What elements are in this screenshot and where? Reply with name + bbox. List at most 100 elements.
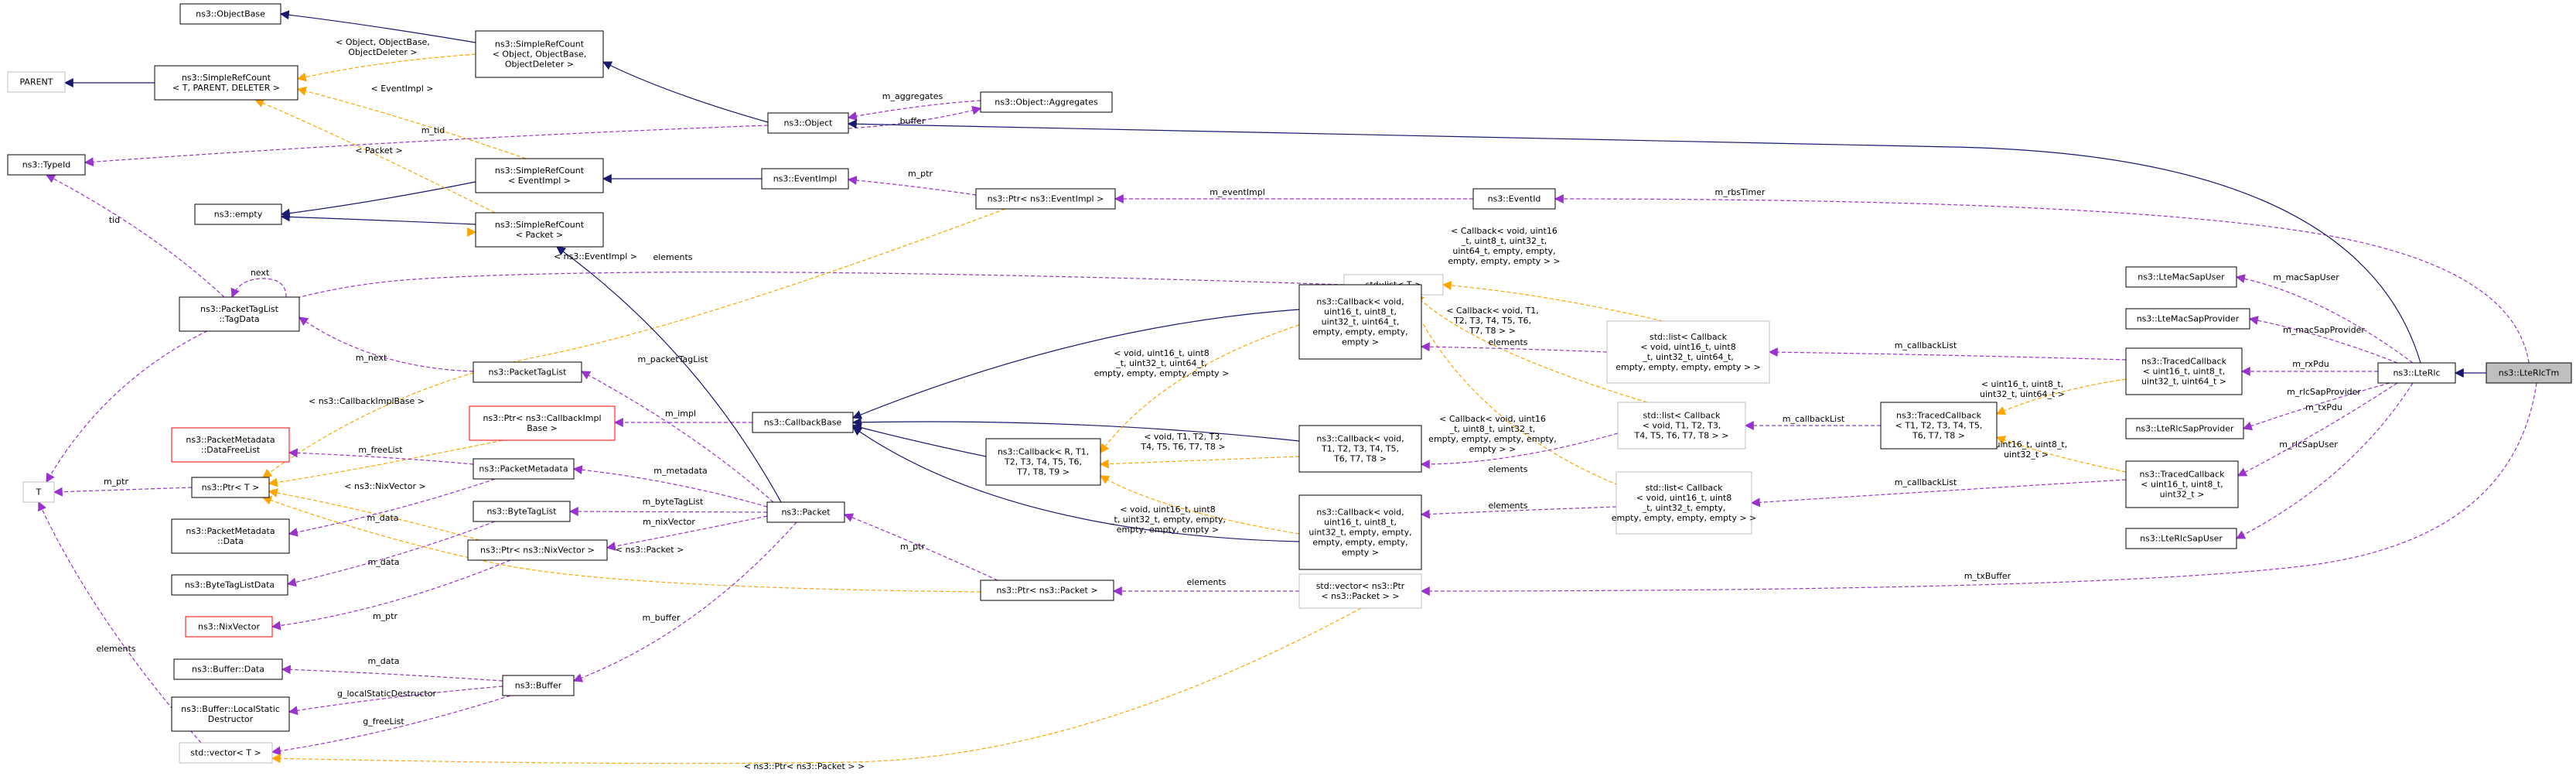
node-box: [473, 501, 571, 522]
edge-callback_b-to-callbackbase: [851, 417, 1300, 442]
edge-label-tc-a-tpl: < uint16_t, uint8_t,uint32_t, uint64_t >: [1980, 379, 2065, 399]
node-label-line: ns3::ByteTagListData: [185, 580, 275, 590]
node-ptr-packet[interactable]: ns3::Ptr< ns3::Packet >: [980, 580, 1114, 601]
node-lterlctm[interactable]: ns3::LteRlcTm: [2486, 362, 2572, 384]
edge-ptr_cbimpl-to-ptr_t: [268, 439, 503, 487]
edge-label-eventimpl-tpl: < EventImpl >: [371, 84, 434, 94]
edge-label-line: < Packet >: [355, 145, 402, 156]
node-lte-mac-sap-user[interactable]: ns3::LteMacSapUser: [2125, 266, 2237, 288]
edge-label-elements-a: elements: [1488, 337, 1527, 347]
node-tracedcallback-a[interactable]: ns3::TracedCallback< uint16_t, uint8_t,u…: [2125, 347, 2243, 395]
node-label-line: empty, empty, empty, empty > >: [1612, 513, 1757, 523]
node-packetmetadata-data[interactable]: ns3::PacketMetadata::Data: [171, 518, 290, 554]
edge-label-line: T2, T3, T4, T5, T6,: [1453, 316, 1531, 326]
node-simplerefcount-evt[interactable]: ns3::SimpleRefCount< EventImpl >: [475, 158, 604, 193]
edge-label-m-txbuffer: m_txBuffer: [1964, 571, 2011, 581]
node-ltercl[interactable]: ns3::LteRlc: [2377, 362, 2456, 384]
node-packettaglist[interactable]: ns3::PacketTagList: [473, 361, 582, 383]
node-callback-generic[interactable]: ns3::Callback< R, T1,T2, T3, T4, T5, T6,…: [985, 438, 1101, 486]
edge-label-line: < Callback< void, T1,: [1446, 306, 1539, 316]
node-parent[interactable]: PARENT: [7, 71, 66, 93]
node-label-line: ns3::Callback< void,: [1316, 434, 1404, 444]
node-ptr-nixvector[interactable]: ns3::Ptr< ns3::NixVector >: [467, 539, 608, 561]
edge-lterlctm-to-eventid: [1554, 194, 2530, 364]
node-label-line: ns3::LteRlcSapProvider: [2135, 424, 2234, 434]
node-eventimpl[interactable]: ns3::EventImpl: [761, 168, 849, 190]
edge-label-line: m_aggregates: [882, 91, 943, 101]
node-label: ns3::SimpleRefCount< EventImpl >: [495, 166, 585, 186]
edge-label-line: uint32_t >: [2004, 450, 2049, 460]
node-bytetaglist[interactable]: ns3::ByteTagList: [473, 501, 571, 522]
node-nixvector[interactable]: ns3::NixVector: [185, 616, 273, 638]
node-label-line: ns3::TypeId: [22, 160, 71, 170]
edge-label-m-callbacklist-c: m_callbackList: [1895, 477, 1957, 487]
node-packettaglist-tagdata[interactable]: ns3::PacketTagList::TagData: [179, 296, 300, 332]
node-label-line: ns3::LteRlcSapUser: [2140, 534, 2223, 544]
node-t[interactable]: T: [22, 481, 55, 503]
node-box: [191, 477, 270, 498]
node-label-line: ObjectDeleter >: [505, 60, 574, 70]
node-packetmetadata[interactable]: ns3::PacketMetadata: [473, 458, 575, 480]
node-callback-7[interactable]: ns3::Callback< void,uint16_t, uint8_t,ui…: [1298, 494, 1422, 570]
edge-label-line: m_data: [367, 513, 399, 523]
node-simplerefcount-tpd[interactable]: ns3::SimpleRefCount< T, PARENT, DELETER …: [154, 65, 299, 101]
edge-label-elements-b: elements: [1488, 464, 1527, 474]
node-tracedcallback-generic[interactable]: ns3::TracedCallback< T1, T2, T3, T4, T5,…: [1880, 402, 1998, 450]
edge-label-line: elements: [1186, 577, 1226, 587]
node-buffer[interactable]: ns3::Buffer: [502, 675, 575, 696]
edge-label-elements-vec: elements: [1186, 577, 1226, 587]
node-lte-rlc-sap-provider[interactable]: ns3::LteRlcSapProvider: [2125, 418, 2244, 439]
node-box: [171, 518, 290, 554]
node-label-line: < void, uint16_t, uint8: [1636, 493, 1732, 503]
edge-stdlist_cb_c-to-callback_7: [1420, 506, 1617, 519]
node-label: ns3::TypeId: [22, 160, 71, 170]
node-label-line: ns3::LteRlc: [2393, 368, 2440, 378]
node-packet[interactable]: ns3::Packet: [766, 501, 845, 523]
node-buffer-data[interactable]: ns3::Buffer::Data: [173, 658, 283, 680]
node-callback-9[interactable]: ns3::Callback< void,uint16_t, uint8_t,ui…: [1298, 284, 1422, 360]
node-ptr-eventimpl[interactable]: ns3::Ptr< ns3::EventImpl >: [975, 188, 1116, 210]
node-label: ns3::ObjectBase: [196, 9, 265, 19]
node-label-line: std::vector< ns3::Ptr: [1316, 581, 1405, 591]
edge-label-line: < EventImpl >: [371, 84, 434, 94]
node-eventid[interactable]: ns3::EventId: [1472, 188, 1556, 210]
node-stdlist-cb-c[interactable]: std::list< Callback< void, uint16_t, uin…: [1612, 471, 1757, 535]
node-simplerefcount-pkt[interactable]: ns3::SimpleRefCount< Packet >: [475, 212, 604, 248]
edge-ltercl-to-lte_mac_sap_provider: [2248, 316, 2398, 364]
node-aggregates[interactable]: ns3::Object::Aggregates: [980, 91, 1113, 113]
node-label-line: < void, uint16_t, uint8: [1640, 342, 1735, 352]
node-box: [752, 412, 854, 433]
node-lte-rlc-sap-user[interactable]: ns3::LteRlcSapUser: [2125, 528, 2237, 549]
node-object[interactable]: ns3::Object: [767, 112, 849, 134]
node-label: ns3::EventId: [1488, 194, 1541, 204]
node-label-line: ns3::Callback< R, T1,: [998, 447, 1089, 457]
node-objectbase[interactable]: ns3::ObjectBase: [179, 3, 281, 25]
node-label-line: ns3::Buffer::LocalStatic: [181, 704, 280, 714]
edge-label-line: m_txPdu: [2305, 402, 2342, 412]
node-stdvector-t[interactable]: std::vector< T >: [179, 742, 273, 764]
edge-label-line: m_rlcSapProvider: [2287, 387, 2361, 397]
node-stdlist-cb-b[interactable]: std::list< Callback< void, T1, T2, T3,T4…: [1617, 402, 1746, 450]
node-label: ns3::Callback< void,T1, T2, T3, T4, T5,T…: [1316, 434, 1404, 464]
node-lte-mac-sap-provider[interactable]: ns3::LteMacSapProvider: [2125, 308, 2250, 330]
node-ptr-t[interactable]: ns3::Ptr< T >: [191, 477, 270, 498]
node-box: [761, 168, 849, 190]
node-bytetaglistdata[interactable]: ns3::ByteTagListData: [171, 574, 288, 596]
node-empty[interactable]: ns3::empty: [194, 203, 282, 225]
node-box: [469, 405, 616, 441]
node-callback-b[interactable]: ns3::Callback< void,T1, T2, T3, T4, T5,T…: [1298, 425, 1422, 473]
node-box: [2125, 266, 2237, 288]
node-stdvector-ptr-packet[interactable]: std::vector< ns3::Ptr< ns3::Packet > >: [1298, 573, 1422, 609]
node-stdlist-cb-a[interactable]: std::list< Callback< void, uint16_t, uin…: [1606, 320, 1770, 384]
node-tracedcallback-b[interactable]: ns3::TracedCallback< uint16_t, uint8_t,u…: [2125, 460, 2239, 508]
edge-label-m-ptr-evt: m_ptr: [908, 169, 933, 179]
node-simplerefcount-obj[interactable]: ns3::SimpleRefCount< Object, ObjectBase,…: [475, 30, 604, 78]
edge-stdlist_cb_a-to-callback_9: [1420, 342, 1608, 353]
node-callbackbase[interactable]: ns3::CallbackBase: [752, 412, 854, 433]
node-typeid[interactable]: ns3::TypeId: [7, 154, 86, 176]
node-packetmetadata-dfl[interactable]: ns3::PacketMetadata::DataFreeList: [171, 427, 290, 463]
edge-label-m-eventimpl: m_eventImpl: [1210, 187, 1265, 197]
